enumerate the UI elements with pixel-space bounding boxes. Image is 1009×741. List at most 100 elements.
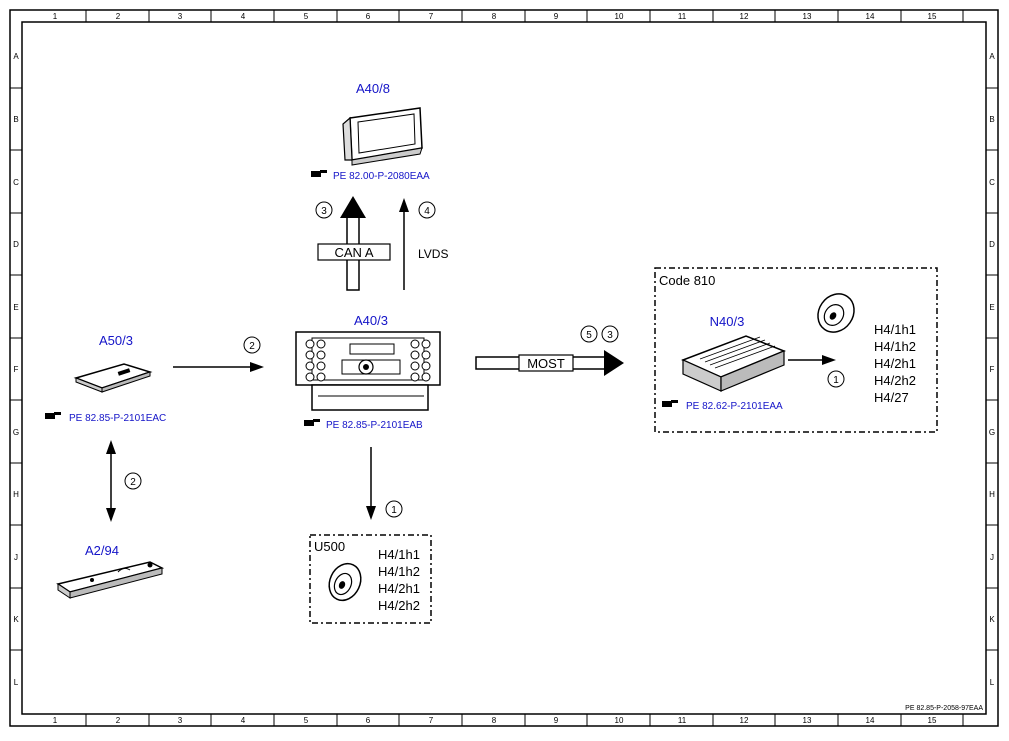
svg-text:1: 1 [833,375,839,386]
column-labels-top: 1 2 3 4 5 6 7 8 9 10 11 12 13 14 15 [53,12,937,21]
col-label: 5 [304,716,309,725]
speaker-icon [817,293,855,333]
can-a-arrow: CAN A [317,196,391,291]
code810-box [654,267,938,433]
svg-text:2: 2 [249,341,255,352]
tel-antenna-arrow [106,440,116,522]
amplifier-image [681,335,787,392]
row-label: L [990,678,995,687]
lvds-label: LVDS [418,247,448,261]
speaker-code: H4/1h1 [378,547,420,562]
row-label: J [990,553,994,562]
col-label: 8 [492,716,497,725]
marker-lvds: 4 [418,201,436,219]
most-label-box [518,354,574,372]
speaker-code: H4/1h1 [874,322,916,337]
col-label: 15 [928,716,937,725]
telephone-id: A50/3 [99,333,133,348]
col-label: 7 [429,716,434,725]
col-label: 10 [615,12,624,21]
svg-text:1: 1 [391,505,397,516]
col-label: 9 [554,12,559,21]
row-label: G [13,428,19,437]
col-label: 11 [678,12,687,21]
amp-to-speakers-arrow [788,355,836,365]
display-id: A40/8 [356,81,390,96]
col-label: 1 [53,12,58,21]
row-label: F [990,365,995,374]
marker-head-down: 1 [385,500,403,518]
col-label: 6 [366,12,371,21]
col-label: 3 [178,12,183,21]
col-label: 12 [740,12,749,21]
speaker-code: H4/2h1 [378,581,420,596]
speaker-code: H4/2h1 [874,356,916,371]
svg-text:2: 2 [130,477,136,488]
inner-frame [21,21,987,715]
col-label: 2 [116,716,121,725]
head-unit-ref: PE 82.85-P-2101EAB [304,419,423,431]
col-label: 9 [554,716,559,725]
hand-pointer-icon [45,412,61,419]
head-to-u500-arrow [366,447,376,520]
hand-pointer-icon [304,419,320,426]
row-labels-right: A B C D E F G H J K L [989,52,995,687]
hand-pointer-icon [662,400,678,407]
marker-tel-head: 2 [243,336,261,354]
can-a-label: CAN A [334,245,373,260]
col-label: 4 [241,716,246,725]
row-label: L [14,678,19,687]
row-label: E [13,303,18,312]
code810-speaker-list: H4/1h1 H4/1h2 H4/2h1 H4/2h2 H4/27 [874,322,916,405]
u500-speaker-list: H4/1h1 H4/1h2 H4/2h1 H4/2h2 [378,547,420,613]
speaker-code: H4/2h2 [874,373,916,388]
display-unit-image [342,107,423,166]
row-label: H [13,490,19,499]
amplifier-ref-text: PE 82.62-P-2101EAA [686,401,783,412]
marker-tel-antenna: 2 [124,472,142,490]
display-ref: PE 82.00-P-2080EAA [311,170,430,182]
row-label: A [989,52,995,61]
most-arrow: MOST [475,350,624,376]
telephone-ref: PE 82.85-P-2101EAC [45,412,166,424]
svg-text:3: 3 [607,330,613,341]
col-label: 2 [116,12,121,21]
row-label: J [14,553,18,562]
col-label: 13 [803,12,812,21]
telephone-module-image [73,363,153,393]
row-label: C [989,178,995,187]
svg-text:4: 4 [424,206,430,217]
col-label: 14 [866,12,875,21]
outer-frame [9,9,999,727]
telephone-ref-text: PE 82.85-P-2101EAC [69,413,166,424]
speaker-code: H4/1h2 [874,339,916,354]
row-label: K [989,615,995,624]
svg-text:5: 5 [586,330,592,341]
svg-text:3: 3 [321,206,327,217]
col-label: 13 [803,716,812,725]
column-labels-bottom: 1 2 3 4 5 6 7 8 9 10 11 12 13 14 15 [53,716,937,725]
head-unit-ref-text: PE 82.85-P-2101EAB [326,420,423,431]
col-label: 8 [492,12,497,21]
lvds-arrow [399,198,409,290]
code810-title: Code 810 [659,273,715,288]
tel-to-head-arrow [173,362,264,372]
col-label: 3 [178,716,183,725]
most-label: MOST [527,356,565,371]
col-label: 14 [866,716,875,725]
u500-box [309,534,432,624]
col-label: 12 [740,716,749,725]
col-label: 6 [366,716,371,725]
row-label: E [989,303,994,312]
ruler-ticks [10,10,998,726]
col-label: 5 [304,12,309,21]
amplifier-ref: PE 82.62-P-2101EAA [662,400,783,412]
row-label: A [13,52,19,61]
can-a-label-box [317,243,391,261]
marker-amp-out: 1 [827,370,845,388]
hand-pointer-icon [311,170,327,177]
display-ref-text: PE 82.00-P-2080EAA [333,171,430,182]
row-label: B [989,115,994,124]
antenna-id: A2/94 [85,543,119,558]
